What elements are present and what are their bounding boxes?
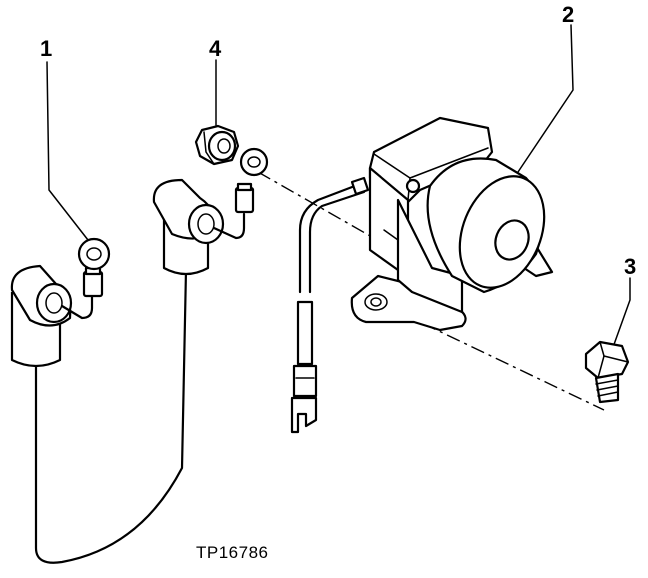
loop-wire xyxy=(34,268,188,564)
alignment-line-terminal xyxy=(257,171,373,238)
figure-reference-number: TP16786 xyxy=(196,543,269,562)
leader-2 xyxy=(517,24,574,173)
callout-2: 2 xyxy=(562,2,574,27)
wire-boot-middle xyxy=(152,178,246,276)
hex-nut-4 xyxy=(194,124,240,166)
leader-1 xyxy=(46,61,89,241)
callout-3: 3 xyxy=(624,254,636,279)
callout-1: 1 xyxy=(40,36,52,61)
alignment-line-bolt xyxy=(373,299,605,411)
relay-lead-wire xyxy=(290,176,370,434)
callout-4: 4 xyxy=(209,36,222,61)
wire-boot-left xyxy=(10,264,94,368)
relay-solenoid-2 xyxy=(350,116,554,332)
leader-3 xyxy=(611,277,631,351)
ring-terminal-1 xyxy=(77,237,111,298)
hex-bolt-3 xyxy=(584,340,630,404)
ring-terminal-middle xyxy=(234,147,269,214)
